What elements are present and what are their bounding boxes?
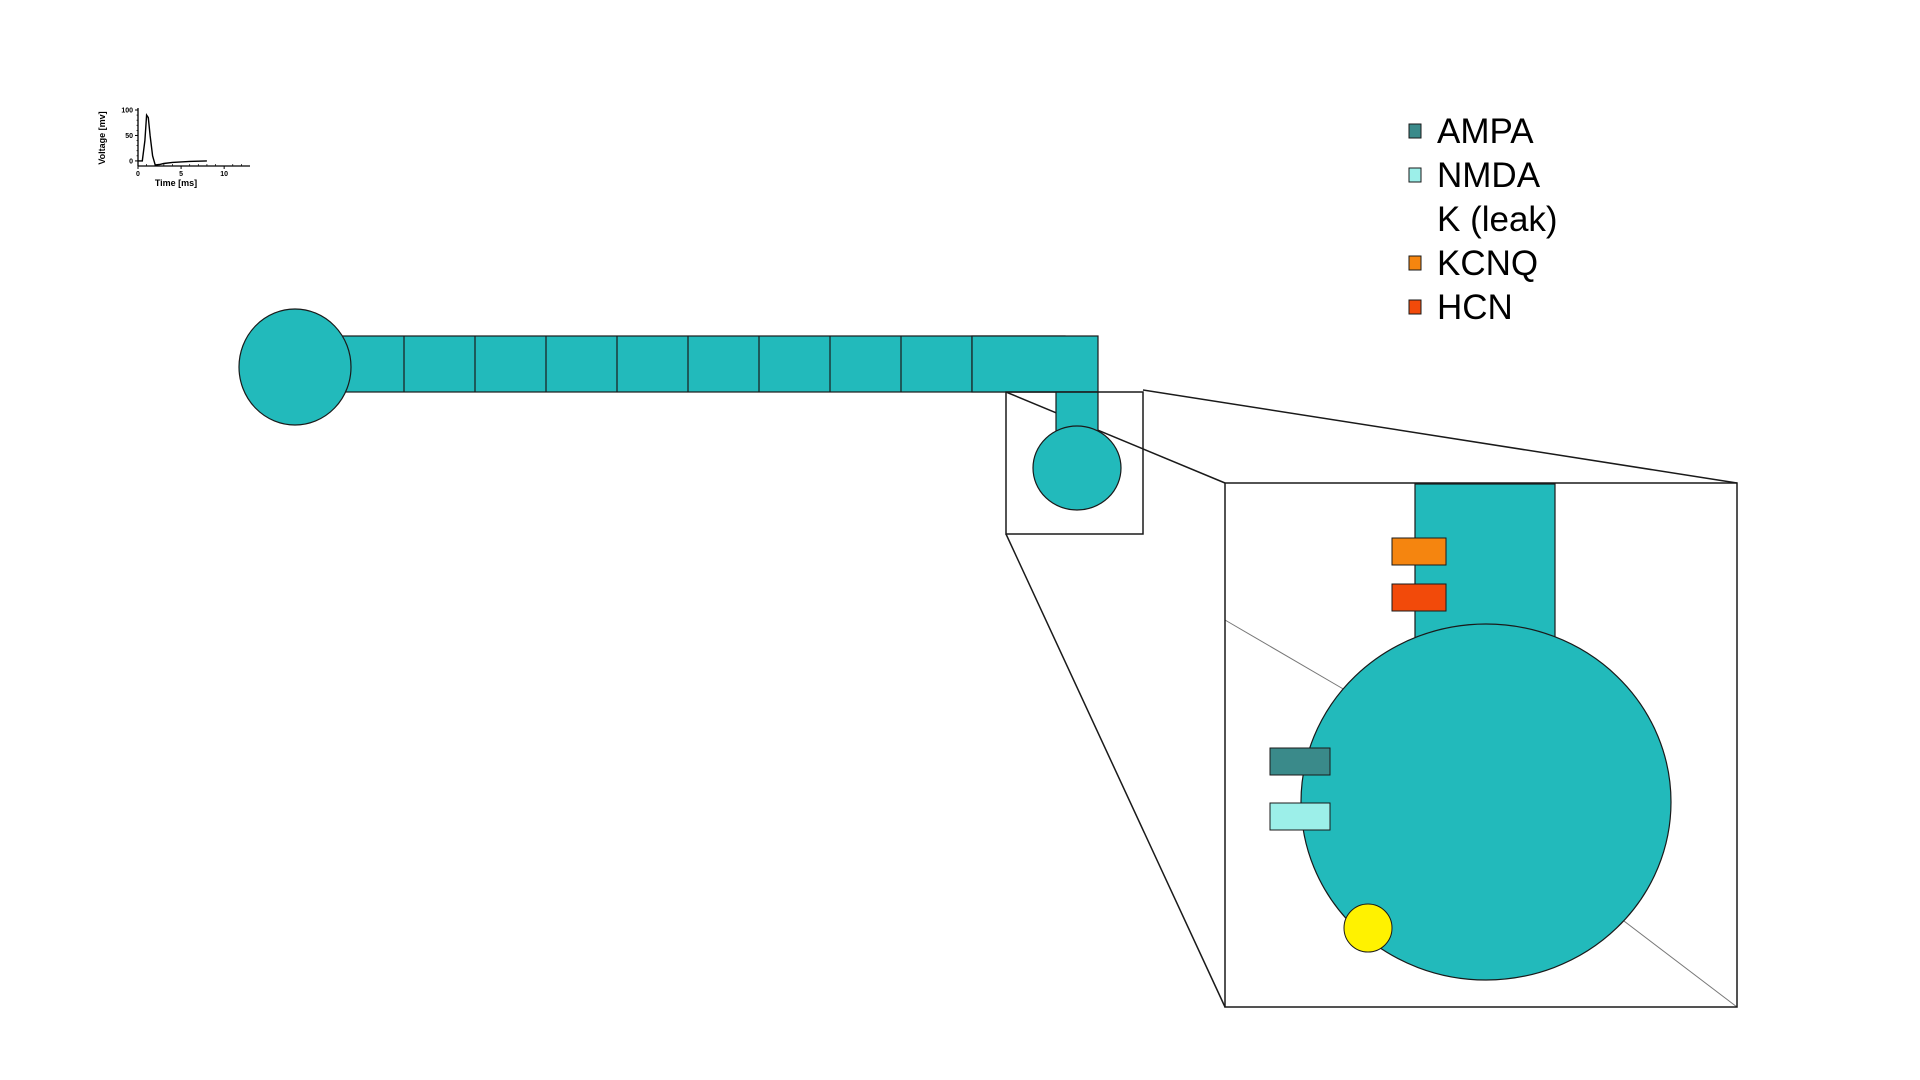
soma bbox=[238, 308, 352, 426]
zoom-detail-box bbox=[1224, 482, 1738, 1008]
ampa-channel bbox=[1269, 747, 1331, 776]
inset-y-tick-label: 50 bbox=[125, 133, 133, 140]
neuron-model bbox=[238, 308, 1122, 511]
legend-label: AMPA bbox=[1437, 112, 1534, 151]
legend-label: NMDA bbox=[1437, 156, 1541, 195]
legend: AMPA NMDA K (leak) KCNQ HCN bbox=[1408, 112, 1558, 327]
zoom-line-top bbox=[1142, 389, 1738, 484]
legend-label: K (leak) bbox=[1437, 200, 1558, 239]
dendrite-end-segment bbox=[971, 335, 1099, 393]
legend-swatch bbox=[1408, 255, 1422, 271]
zoom-projection-lines bbox=[1005, 389, 1738, 1008]
kcnq-channel bbox=[1391, 537, 1447, 566]
legend-swatch bbox=[1408, 299, 1422, 315]
nmda-channel bbox=[1269, 802, 1331, 831]
zoom-line-bottom bbox=[1005, 533, 1226, 1008]
legend-label: KCNQ bbox=[1437, 244, 1538, 283]
ion-channels bbox=[1269, 537, 1447, 953]
inset-x-tick-label: 0 bbox=[136, 171, 140, 178]
zoom-line-inner-right bbox=[1619, 917, 1738, 1008]
inset-y-tick-label: 100 bbox=[121, 108, 133, 115]
recording-electrode bbox=[1343, 903, 1393, 953]
inset-voltage-curve bbox=[138, 113, 207, 166]
zoom-line-mid bbox=[1005, 391, 1226, 484]
legend-swatch bbox=[1408, 123, 1422, 139]
legend-label: HCN bbox=[1437, 288, 1513, 327]
inset-xlabel: Time [ms] bbox=[155, 178, 197, 188]
dendrite-segment bbox=[339, 335, 1066, 393]
zoom-source-box bbox=[1005, 391, 1144, 535]
inset-ylabel: Voltage [mv] bbox=[97, 111, 107, 164]
spine-head bbox=[1032, 425, 1122, 511]
inset-y-tick-label: 0 bbox=[129, 158, 133, 165]
magnified-spine-head bbox=[1300, 623, 1672, 981]
inset-x-tick-label: 10 bbox=[220, 171, 228, 178]
legend-swatch bbox=[1408, 167, 1422, 183]
zoom-line-inner-left bbox=[1224, 619, 1346, 691]
hcn-channel bbox=[1391, 583, 1447, 612]
magnified-spine bbox=[1300, 483, 1672, 981]
inset-x-tick-label: 5 bbox=[179, 171, 183, 178]
